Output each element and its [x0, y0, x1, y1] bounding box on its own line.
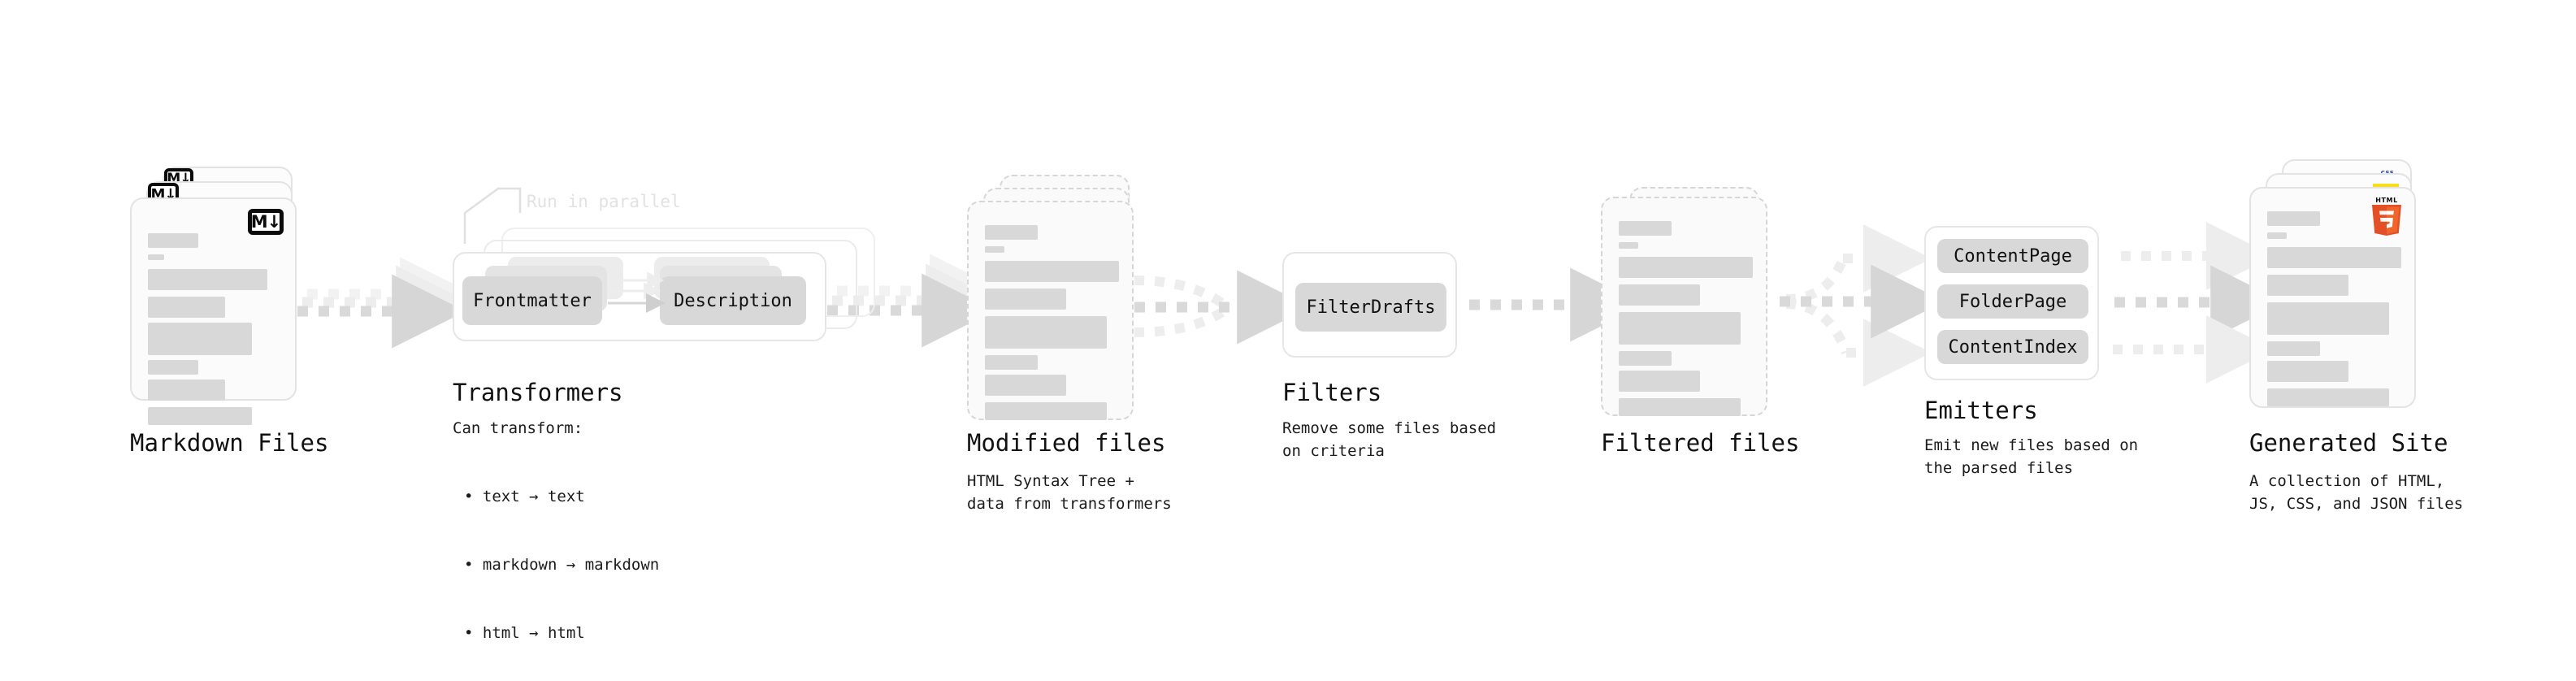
skeleton-bar: [1619, 284, 1700, 306]
skeleton-bar: [2267, 247, 2401, 268]
emitter-chip-contentindex[interactable]: ContentIndex: [1937, 330, 2088, 364]
arrow-filtered-to-emitters: [1780, 224, 1945, 387]
emitter-chip-folderpage[interactable]: FolderPage: [1937, 284, 2088, 319]
stage-title-generated-site: Generated Site: [2249, 429, 2448, 457]
generated-card: HTML: [2249, 187, 2416, 408]
skeleton-bar: [1619, 221, 1672, 236]
filters-description: Remove some files based on criteria: [1282, 419, 1497, 460]
transformers-bullet-item: • text → text: [464, 488, 585, 505]
html5-icon-shield: [2372, 205, 2401, 236]
html5-icon-label: HTML: [2375, 197, 2398, 204]
skeleton-bar: [1619, 371, 1700, 392]
skeleton-bar: [2267, 232, 2287, 239]
skeleton-bar: [148, 380, 225, 401]
stage-title-filtered-files: Filtered files: [1601, 429, 1800, 457]
stage-title-transformers: Transformers: [453, 379, 623, 406]
arrow-markdown-to-transformers: [297, 257, 475, 349]
emitters-box: ContentPage FolderPage ContentIndex: [1924, 226, 2099, 380]
filter-chip-filterdrafts[interactable]: FilterDrafts: [1295, 283, 1446, 332]
skeleton-bar: [2267, 275, 2348, 296]
skeleton-bar: [985, 225, 1038, 240]
transformers-bullet-item: • markdown → markdown: [464, 556, 660, 574]
skeleton-bar: [985, 316, 1107, 349]
filters-box: FilterDrafts: [1282, 252, 1457, 358]
skeleton-bar: [148, 323, 252, 355]
skeleton-bar: [985, 261, 1119, 282]
skeleton-bar: [1619, 312, 1741, 345]
transformers-description: Can transform:: [453, 419, 583, 437]
skeleton-bar: [985, 375, 1066, 396]
stage-title-markdown-files: Markdown Files: [130, 429, 329, 457]
skeleton-bar: [1619, 351, 1672, 366]
skeleton-bar: [148, 254, 164, 260]
arrow-emitters-to-site: [2113, 222, 2285, 384]
skeleton-bar: [148, 360, 198, 375]
markdown-card: M↓: [130, 197, 297, 425]
skeleton-bar: [2267, 211, 2320, 226]
run-in-parallel-label: Run in parallel: [527, 192, 681, 211]
transformers-bullet-item: • html → html: [464, 624, 585, 642]
skeleton-bar: [148, 407, 252, 425]
skeleton-bar: [985, 288, 1066, 310]
skeleton-bar: [985, 355, 1038, 370]
generated-site-description: A collection of HTML, JS, CSS, and JSON …: [2249, 472, 2464, 513]
skeleton-bar: [1619, 398, 1741, 416]
modified-card: [967, 201, 1134, 420]
skeleton-bar: [985, 402, 1107, 420]
modified-files-description: HTML Syntax Tree + data from transformer…: [967, 472, 1172, 513]
skeleton-bar: [148, 269, 267, 290]
transformers-bullets: • text → text • markdown → markdown • ht…: [464, 440, 659, 681]
transformer-chip-frontmatter[interactable]: Frontmatter: [462, 276, 602, 325]
skeleton-bar: [148, 297, 225, 318]
skeleton-bar: [148, 233, 198, 248]
skeleton-bar: [1619, 242, 1638, 249]
stage-title-emitters: Emitters: [1924, 397, 2038, 424]
skeleton-bar: [2267, 341, 2320, 356]
emitters-description: Emit new files based on the parsed files: [1924, 436, 2139, 477]
skeleton-bar: [2267, 302, 2389, 335]
skeleton-bar: [1619, 257, 1753, 278]
stage-title-filters: Filters: [1282, 379, 1382, 406]
emitter-chip-contentpage[interactable]: ContentPage: [1937, 239, 2088, 273]
skeleton-bar: [985, 246, 1004, 253]
skeleton-bar: [2267, 361, 2348, 382]
filtered-card: [1601, 197, 1767, 416]
stage-title-modified-files: Modified files: [967, 429, 1166, 457]
skeleton-bar: [2267, 388, 2389, 406]
html5-icon: HTML: [2370, 197, 2404, 236]
transformer-chip-description[interactable]: Description: [660, 276, 806, 325]
markdown-icon: M↓: [248, 209, 284, 235]
arrow-modified-to-filters: [1134, 270, 1312, 345]
